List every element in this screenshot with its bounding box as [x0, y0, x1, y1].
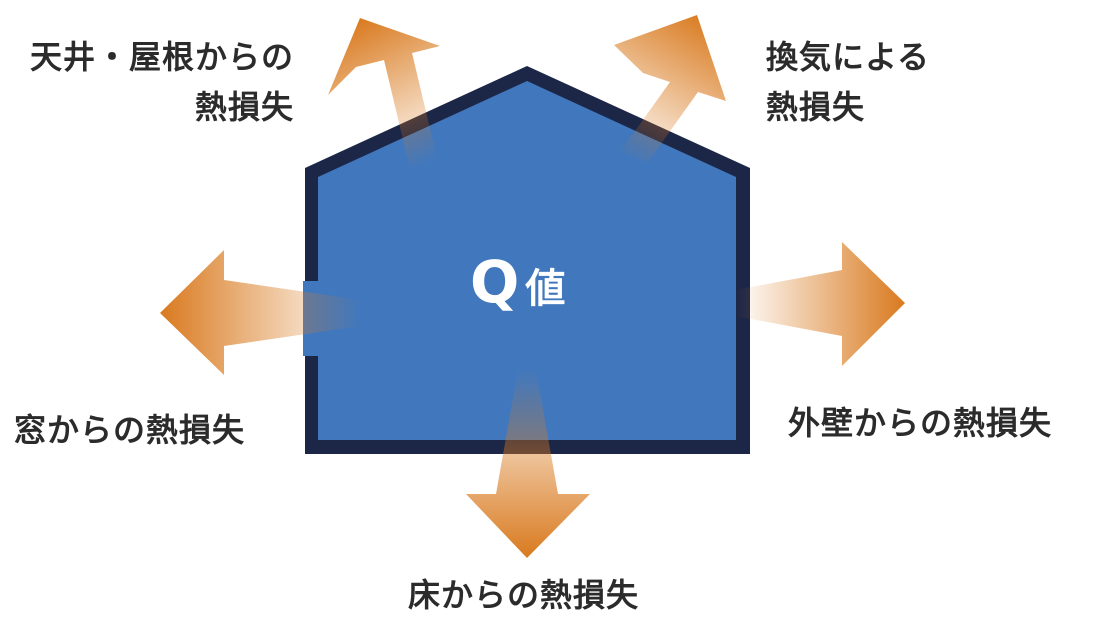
house-fill: [318, 81, 736, 440]
q-letter: Q: [470, 248, 520, 316]
arrow-ceiling-roof: [328, 18, 440, 169]
label-ceiling-roof-heat-loss: 天井・屋根からの 熱損失: [30, 32, 294, 132]
label-ventilation-line2: 熱損失: [766, 88, 866, 126]
label-window-text: 窓からの熱損失: [14, 411, 246, 449]
arrow-floor: [466, 370, 590, 558]
q-kanji: 値: [525, 266, 566, 312]
label-floor-text: 床からの熱損失: [408, 576, 640, 614]
label-ceiling-roof-line2: 熱損失: [194, 88, 294, 126]
arrow-window: [160, 250, 360, 375]
arrow-exterior-wall: [735, 242, 905, 366]
label-exterior-wall-text: 外壁からの熱損失: [788, 404, 1053, 442]
label-window-heat-loss: 窓からの熱損失: [14, 405, 245, 455]
arrow-ventilation: [614, 15, 726, 162]
label-ventilation-heat-loss: 換気による 熱損失: [766, 32, 930, 132]
label-ceiling-roof-line1: 天井・屋根からの: [29, 38, 294, 76]
label-ventilation-line1: 換気による: [766, 38, 931, 76]
label-floor-heat-loss: 床からの熱損失: [408, 570, 639, 620]
label-exterior-wall-heat-loss: 外壁からの熱損失: [788, 398, 1052, 448]
